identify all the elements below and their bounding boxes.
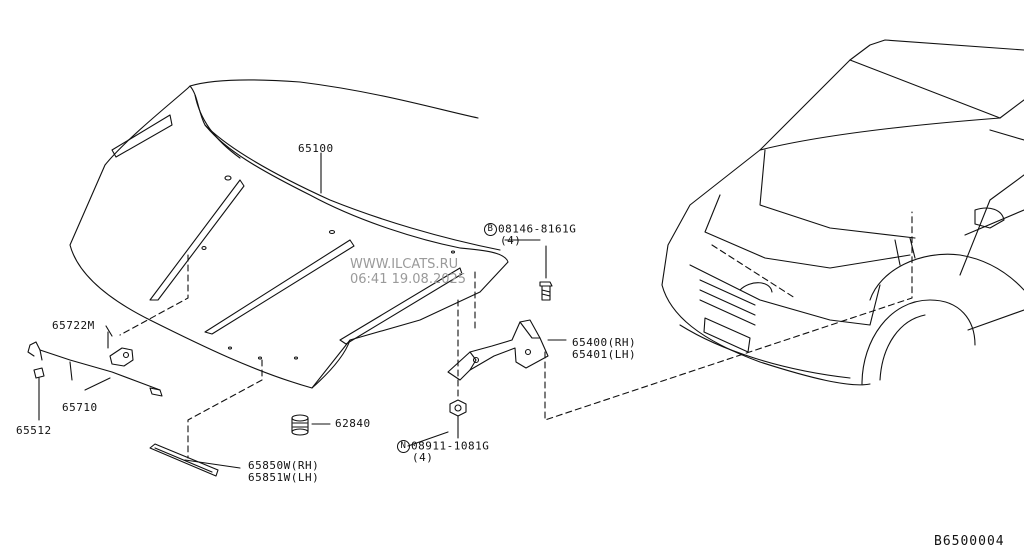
dashed-leaders [119,211,913,459]
label-striker: 65722M [52,319,95,332]
label-nut-qty: (4) [412,451,434,464]
label-bolt-qty: (4) [500,234,522,247]
watermark-site: WWW.ILCATS.RU [350,257,459,272]
label-hinge-lh: 65401(LH) [572,348,637,361]
bumper-rubber-part [291,414,331,436]
watermark-stamp: 06:41 19.08.2025 [350,272,467,287]
seal-part [149,443,241,477]
bolt-number: 08146-8161G [498,222,577,236]
striker-part [107,331,134,367]
label-bumper-rubber: 62840 [335,417,371,430]
nut-number: 08911-1081G [411,439,490,453]
label-hood-rod: 65710 [62,401,98,414]
hood-rod-part [27,341,163,397]
rod-clip-part [33,367,45,421]
car-body [661,39,1024,386]
hinge-part [447,319,567,381]
label-seal-lh: 65851W(LH) [248,471,320,484]
diagram-code: B6500004 [934,534,1005,549]
hood-panel [69,79,509,389]
label-hood: 65100 [298,142,334,155]
bolt-part [539,245,553,301]
label-rod-clip: 65512 [16,424,52,437]
label-leaders [84,239,541,447]
nut-prefix-badge: N [397,440,410,453]
label-hinge-rh: 65400(RH) [572,336,637,349]
nut-part [449,399,467,439]
label-seal-rh: 65850W(RH) [248,459,320,472]
bolt-prefix-badge: B [484,223,497,236]
